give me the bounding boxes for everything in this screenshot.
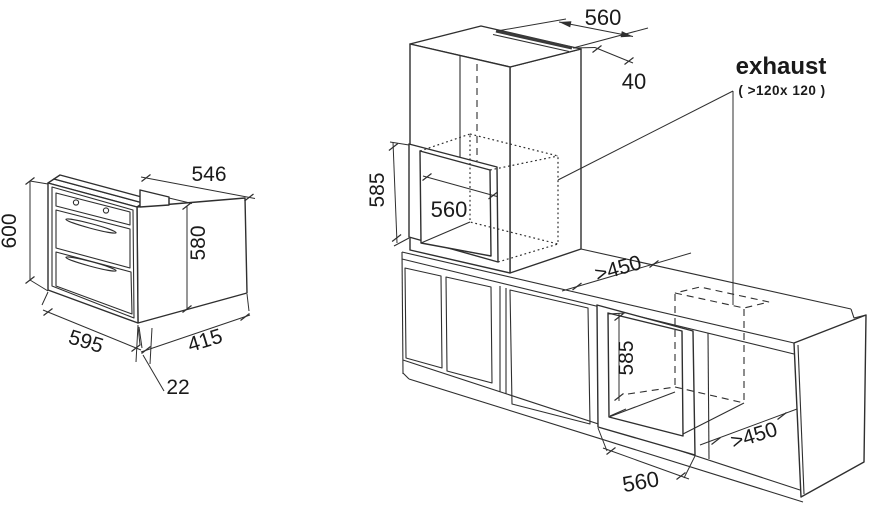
appliance-isometric-view: 546 600 580 595 bbox=[0, 163, 256, 399]
end-side-panel bbox=[793, 314, 867, 498]
base-niche-floor-right bbox=[682, 402, 745, 435]
end-panel-front-edge-inner bbox=[797, 344, 805, 495]
right-stile-edge bbox=[707, 332, 710, 460]
dim-label-40: 40 bbox=[622, 69, 646, 94]
dim-label-22: 22 bbox=[166, 376, 189, 399]
lower-drawer-front bbox=[55, 251, 133, 315]
worktop-back-edge bbox=[580, 248, 852, 310]
dim-body-height-580: 580 bbox=[182, 202, 210, 313]
dim-label-546: 546 bbox=[191, 163, 226, 186]
base-niche-floor-left bbox=[608, 391, 676, 418]
upper-niche-floor-left bbox=[420, 221, 471, 244]
plinth-left-join bbox=[402, 372, 410, 380]
plinth-bottom-edge bbox=[408, 378, 804, 503]
dim-label-upper-560: 560 bbox=[431, 197, 468, 222]
exhaust-label: exhaust bbox=[736, 53, 827, 80]
exhaust-callout: exhaust ( >120x 120 ) bbox=[557, 53, 827, 305]
appliance-top-step-block-2 bbox=[168, 197, 193, 205]
dim-base-niche-depth-450: >450 bbox=[699, 408, 798, 454]
appliance-control-panel bbox=[55, 192, 131, 226]
worktop-exhaust-hole bbox=[674, 286, 770, 309]
dim-label-base-560: 560 bbox=[620, 466, 661, 497]
top-exhaust-slot-front-edge bbox=[492, 33, 570, 53]
worktop-back-corner-step bbox=[850, 308, 867, 319]
dim-label-slot-560: 560 bbox=[585, 5, 622, 30]
upper-niche-opening bbox=[419, 150, 492, 257]
dim-upper-niche-height-585: 585 bbox=[366, 141, 410, 247]
cabinet-installation-view: 560 40 585 560 exh bbox=[366, 5, 867, 503]
dim-label-upper-585: 585 bbox=[366, 172, 389, 207]
dim-label-worktop-450: >450 bbox=[592, 251, 644, 286]
control-knob-left bbox=[72, 199, 80, 206]
dim-top-slot-depth-40: 40 bbox=[572, 45, 646, 94]
base-niche-opening bbox=[607, 312, 684, 437]
dim-label-595: 595 bbox=[66, 326, 106, 358]
dim-upper-niche-width-560: 560 bbox=[422, 173, 498, 222]
exhaust-cutout-hidden-lines bbox=[627, 286, 770, 404]
worktop-front-edge bbox=[401, 251, 795, 344]
dim-label-580: 580 bbox=[187, 225, 210, 260]
upper-drawer-handle bbox=[65, 218, 117, 234]
dim-body-width-546: 546 bbox=[140, 163, 256, 202]
dim-label-415: 415 bbox=[185, 325, 225, 357]
tall-cabinet-side-panel bbox=[509, 48, 582, 274]
base-cabinet-run bbox=[401, 248, 867, 503]
base-door-middle bbox=[509, 289, 591, 425]
tall-cabinet bbox=[408, 25, 582, 274]
dim-base-niche-height-585: 585 bbox=[607, 312, 638, 417]
exhaust-leader-to-niche bbox=[557, 90, 734, 181]
dim-label-base-585: 585 bbox=[615, 340, 638, 375]
dim-label-600: 600 bbox=[0, 213, 21, 248]
dim-label-base-450: >450 bbox=[728, 418, 780, 454]
control-knob-right bbox=[102, 207, 110, 214]
dim-front-height-600: 600 bbox=[0, 177, 49, 292]
dim-frame-overhang-22: 22 bbox=[135, 324, 190, 399]
lower-drawer-handle bbox=[65, 256, 117, 272]
dim-top-slot-width-560: 560 bbox=[496, 5, 649, 49]
appliance-top-step-block bbox=[139, 189, 170, 208]
upper-niche-back-hidden-lines bbox=[419, 133, 559, 263]
appliance-front-frame-inner bbox=[51, 186, 135, 319]
run-left-edge bbox=[401, 251, 404, 375]
top-exhaust-slot bbox=[495, 29, 573, 50]
base-door-left-2 bbox=[445, 276, 493, 384]
dim-worktop-depth-450: >450 bbox=[561, 251, 692, 292]
upper-drawer-front bbox=[55, 209, 131, 269]
appliance-front-frame bbox=[47, 182, 139, 324]
base-door-left-1 bbox=[404, 267, 443, 369]
exhaust-size-label: ( >120x 120 ) bbox=[738, 83, 825, 98]
